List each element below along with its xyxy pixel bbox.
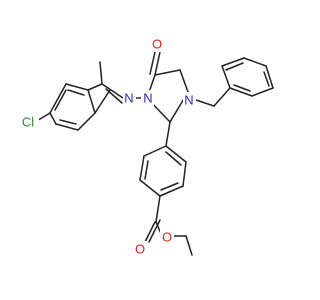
ring-nitrogen-amine-label: N <box>184 93 193 108</box>
methyl-ester-group <box>143 195 193 256</box>
ester-ether-oxygen-label: O <box>162 230 172 245</box>
atom-n-amine: N <box>183 92 196 108</box>
chlorine-label: Cl <box>22 115 34 130</box>
ring-nitrogen-amide-label: N <box>143 91 152 106</box>
ester-carbonyl-oxygen-label: O <box>135 242 145 257</box>
atom-n-amide: N <box>141 90 154 106</box>
imine-nitrogen-label: N <box>124 91 133 106</box>
imidazolidinone-ring <box>135 51 189 123</box>
atom-o-ester-carbonyl: O <box>133 241 147 257</box>
chlorophenyl-ring <box>49 83 96 131</box>
molecule-structure: Cl N N N O O O <box>17 36 274 257</box>
imine-fragment <box>87 61 124 114</box>
benzyl-group <box>195 57 274 107</box>
carbonyl-oxygen-label: O <box>152 37 162 52</box>
atom-o-carbonyl: O <box>150 36 164 52</box>
atom-o-ester-ether: O <box>160 229 174 245</box>
atom-n-imine: N <box>123 91 136 107</box>
atom-cl: Cl <box>17 114 39 130</box>
benzoate-ring <box>139 121 187 197</box>
